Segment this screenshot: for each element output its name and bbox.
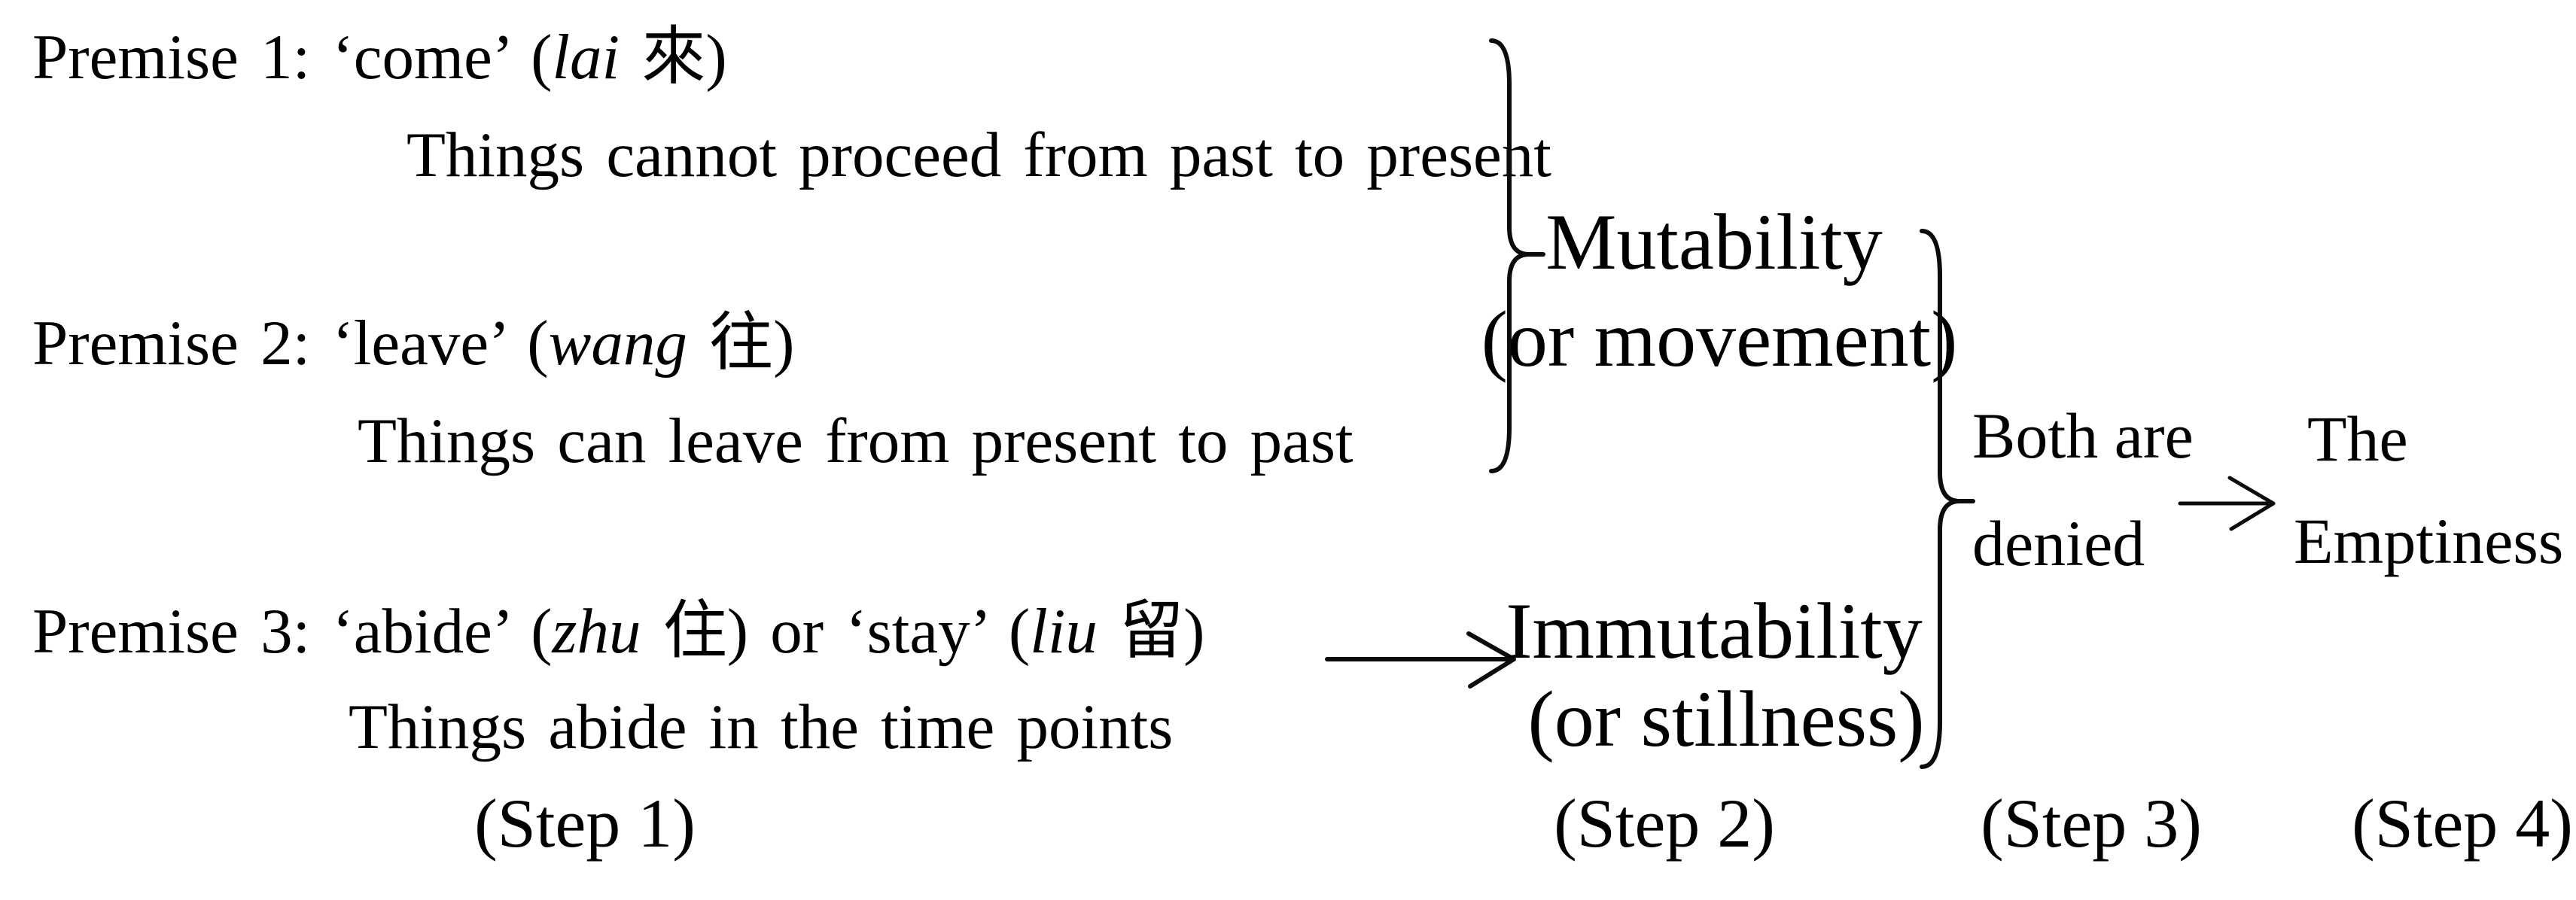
premise-1-text: Premise 1: ‘come’ ( bbox=[32, 22, 553, 93]
step-1-label: (Step 1) bbox=[474, 785, 696, 862]
immutability-sublabel: (or stillness) bbox=[1527, 675, 1925, 763]
mutability-label: Mutability bbox=[1545, 198, 1883, 286]
premise-2-line: Premise 2: ‘leave’ (wang 往) bbox=[32, 312, 794, 376]
step-3-label: (Step 3) bbox=[1981, 785, 2202, 862]
step-2-label: (Step 2) bbox=[1554, 785, 1775, 862]
premise-1-hanzi: 來) bbox=[620, 22, 727, 93]
premise-3-pinyin-zhu: zhu bbox=[552, 596, 641, 667]
premise-3-subline: Things abide in the time points bbox=[349, 692, 1174, 762]
premise-2-hanzi: 往) bbox=[687, 308, 795, 379]
emptiness-label-line2: Emptiness bbox=[2294, 505, 2564, 577]
step-4-label: (Step 4) bbox=[2352, 785, 2573, 862]
premise-3-hanzi-liu: 留) bbox=[1097, 596, 1205, 667]
arrow-denied-to-emptiness bbox=[2178, 476, 2276, 531]
arrow-premise3-to-immutability bbox=[1325, 631, 1516, 689]
premise-2-text: Premise 2: ‘leave’ ( bbox=[32, 308, 549, 379]
premise-1-pinyin: lai bbox=[552, 22, 620, 93]
premise-3-text: Premise 3: ‘abide’ ( bbox=[32, 596, 553, 667]
premise-3-hanzi-zhu: 住) or ‘stay’ ( bbox=[641, 596, 1031, 667]
premise-3-pinyin-liu: liu bbox=[1030, 596, 1098, 667]
denial-label-line1: Both are bbox=[1972, 400, 2194, 472]
denial-label-line2: denied bbox=[1972, 507, 2145, 579]
premise-1-subline: Things cannot proceed from past to prese… bbox=[406, 120, 1551, 190]
premise-2-pinyin: wang bbox=[548, 308, 687, 379]
premise-3-line: Premise 3: ‘abide’ (zhu 住) or ‘stay’ (li… bbox=[32, 600, 1204, 664]
premise-2-subline: Things can leave from present to past bbox=[358, 406, 1353, 476]
premise-1-line: Premise 1: ‘come’ (lai 來) bbox=[32, 26, 727, 90]
immutability-label: Immutability bbox=[1506, 587, 1923, 675]
curly-brace-premises-1-2 bbox=[1489, 38, 1545, 473]
mutability-sublabel: (or movement) bbox=[1481, 295, 1958, 383]
emptiness-label-line1: The bbox=[2307, 403, 2408, 475]
curly-brace-mutability-immutability bbox=[1920, 229, 1975, 769]
